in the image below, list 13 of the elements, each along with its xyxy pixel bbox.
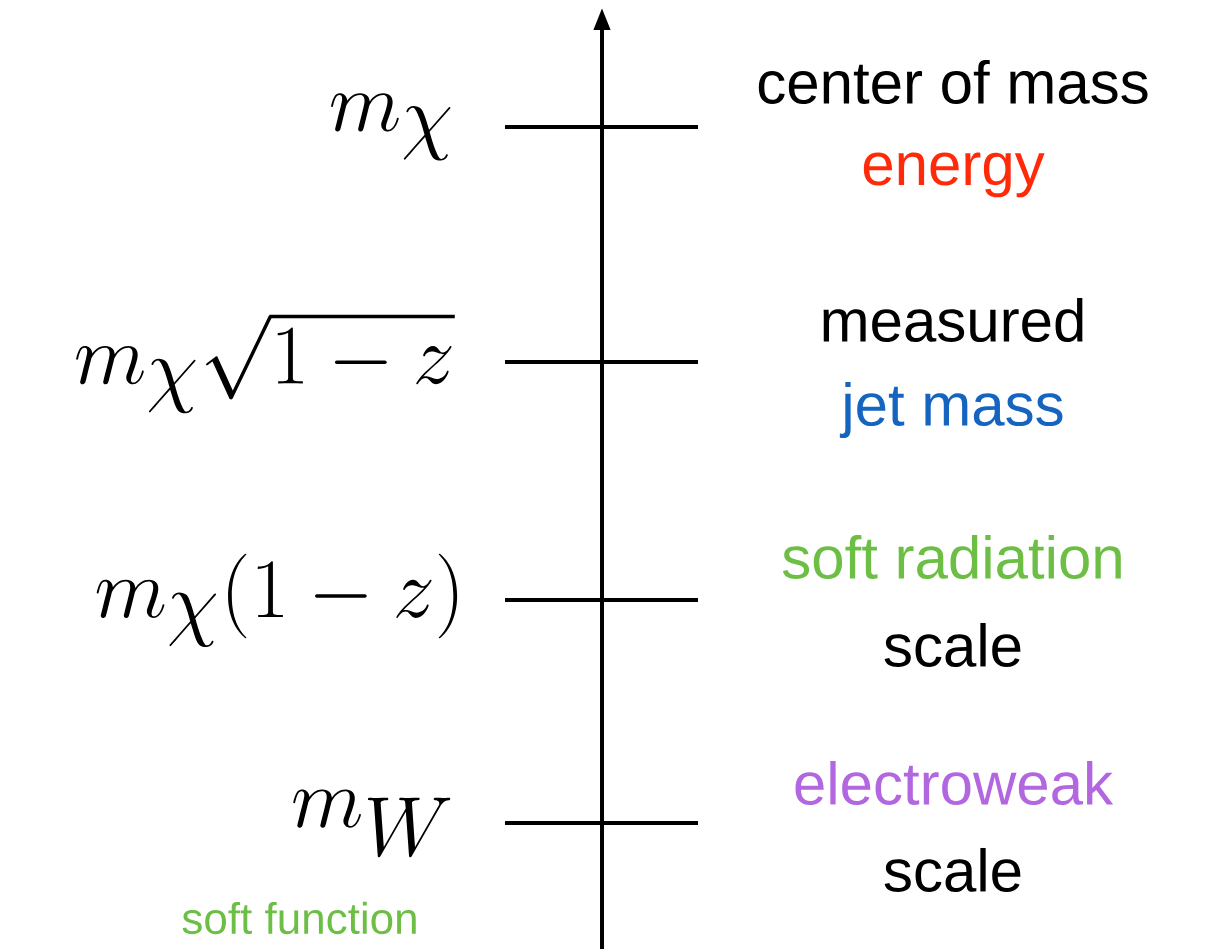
scale-label: electroweak — [795, 760, 1114, 805]
scale-label: energy — [863, 152, 1045, 198]
formula: $m_W$ — [293, 789, 451, 858]
scale-label: center of mass — [758, 60, 1148, 104]
scale-label: soft function — [182, 901, 416, 935]
formula: $m_\chi\sqrt{1-z}$ — [76, 314, 455, 414]
scale-label: scale — [884, 622, 1021, 667]
formula: $m_\chi(1-z)$ — [96, 553, 458, 648]
scale-label: soft radiation — [782, 534, 1121, 579]
scale-label: jet mass — [839, 382, 1063, 438]
scale-label: scale — [884, 847, 1021, 892]
scale-label: measured — [823, 297, 1083, 342]
formula: $m_\chi$ — [331, 93, 451, 161]
